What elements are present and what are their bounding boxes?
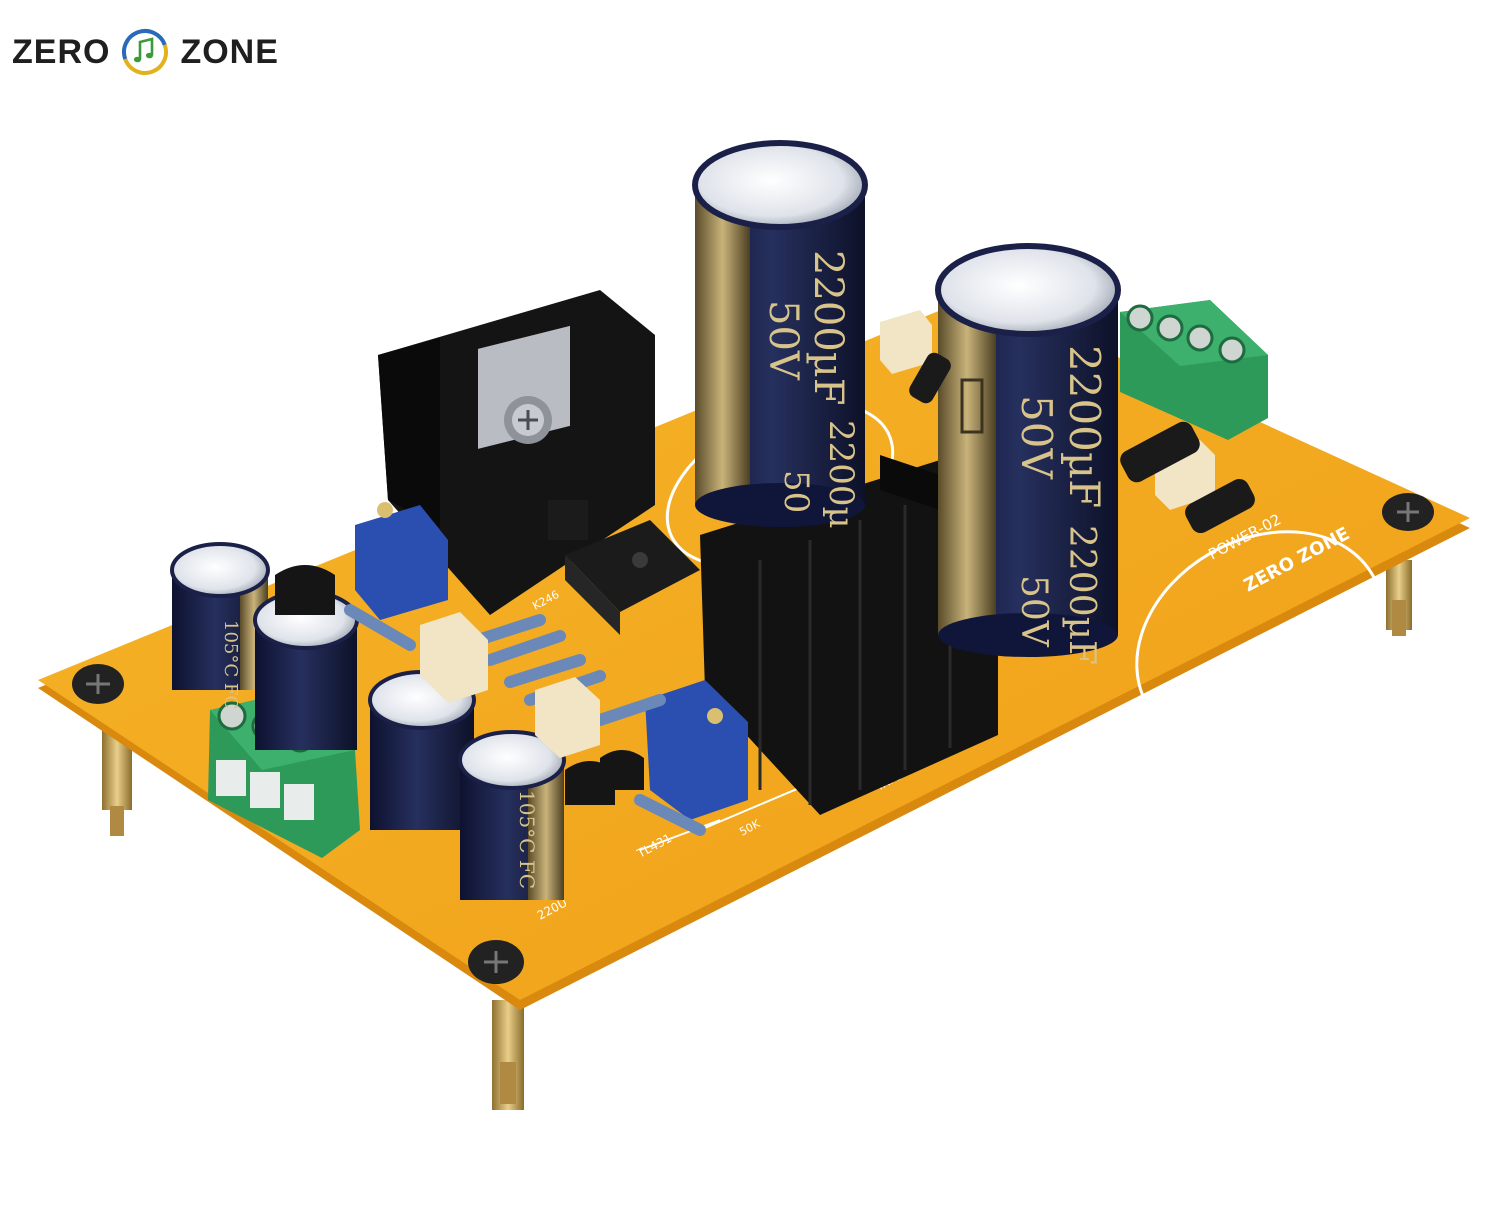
brand-logo: ZERO ZONE bbox=[12, 22, 279, 82]
trimmer-potentiometers bbox=[355, 502, 748, 820]
music-note-icon bbox=[122, 28, 169, 75]
transistors-diodes bbox=[275, 352, 1255, 805]
cap-right-side-voltage: 50V bbox=[1013, 575, 1054, 648]
cap-right-voltage: 50V bbox=[1012, 395, 1061, 479]
brand-word-right: ZONE bbox=[180, 32, 279, 71]
cap-left-side-value: 2200µ bbox=[821, 420, 861, 529]
small-cap-print-2: 105°C FC bbox=[515, 790, 539, 889]
mounting-screws bbox=[72, 493, 1434, 984]
cap-right-side-value: 2200µF bbox=[1061, 525, 1102, 665]
small-capacitors: 105°C FC 105°C FC bbox=[170, 542, 566, 900]
heatsink-left bbox=[378, 290, 655, 615]
ic-chip bbox=[565, 520, 700, 635]
cap-left-side-voltage: 50 bbox=[776, 470, 816, 513]
capacitor-2200uf-right: 2200µF 50V 2200µF 50V bbox=[935, 243, 1121, 665]
cap-right-value: 2200µF bbox=[1060, 345, 1109, 508]
terminal-block-right bbox=[1120, 300, 1268, 440]
small-cap-print-1: 105°C FC bbox=[220, 620, 241, 709]
cap-left-value: 2200µF bbox=[805, 250, 851, 406]
cap-left-voltage: 50V bbox=[760, 300, 806, 381]
capacitor-2200uf-left: 2200µF 50V 2200µ 50 bbox=[692, 140, 868, 529]
brand-word-left: ZERO bbox=[12, 32, 111, 71]
